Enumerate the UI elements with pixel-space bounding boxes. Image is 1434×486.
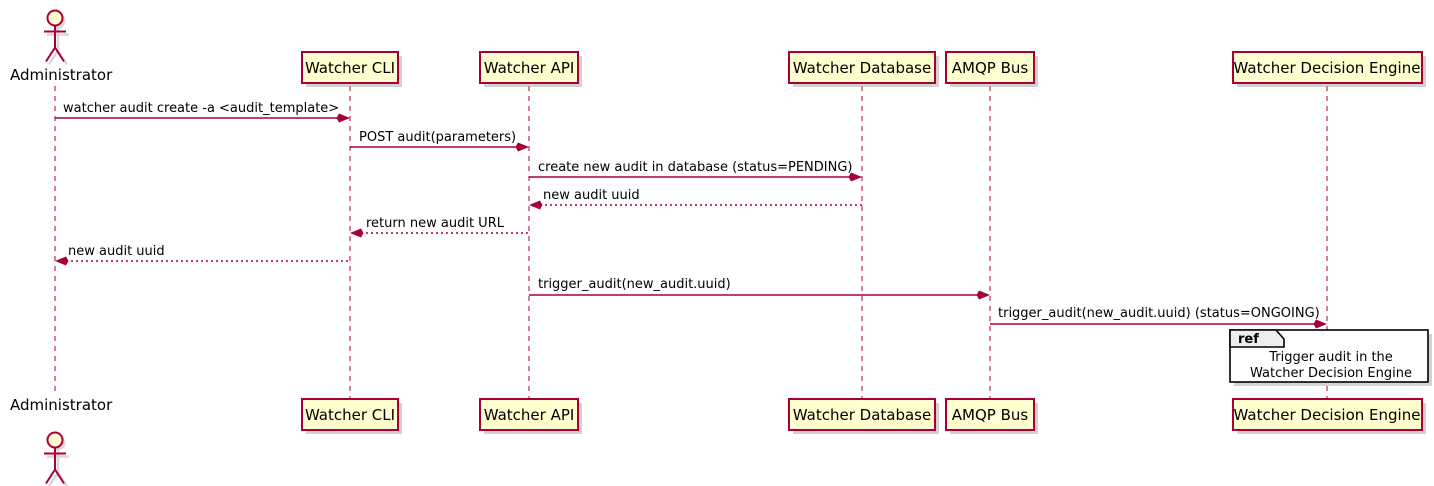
message-4: new audit uuid <box>529 188 862 210</box>
participant-label: Watcher Decision Engine <box>1234 59 1421 77</box>
actor-body <box>44 25 66 63</box>
fragment-box <box>1229 329 1429 383</box>
fragment-tab <box>1229 329 1285 348</box>
participant-engine[interactable]: Watcher Decision Engine <box>1232 51 1426 87</box>
message-arrowhead-4 <box>529 200 543 210</box>
actor-admin[interactable]: Administrator <box>10 396 113 486</box>
message-6: new audit uuid <box>55 244 350 266</box>
participant-box[interactable] <box>788 51 936 84</box>
message-3: create new audit in database (status=PEN… <box>529 160 862 182</box>
participant-label: Watcher Database <box>793 59 931 77</box>
message-label-7: trigger_audit(new_audit.uuid) <box>538 277 731 292</box>
message-arrowhead-7 <box>976 290 990 300</box>
message-arrowhead-3 <box>848 172 862 182</box>
participant-box[interactable] <box>945 51 1035 84</box>
lifelines-group <box>54 86 1328 398</box>
participant-api[interactable]: Watcher API <box>479 51 582 87</box>
participant-box[interactable] <box>479 51 579 84</box>
participant-box[interactable] <box>301 51 399 84</box>
participant-engine[interactable]: Watcher Decision Engine <box>1232 398 1426 434</box>
message-label-6: new audit uuid <box>68 244 165 259</box>
fragment-text-line-1: Trigger audit in the <box>1268 350 1393 365</box>
message-2: POST audit(parameters) <box>350 130 529 152</box>
participant-label: AMQP Bus <box>952 59 1029 77</box>
message-label-2: POST audit(parameters) <box>359 130 516 145</box>
fragment-text-line-2: Watcher Decision Engine <box>1250 366 1412 381</box>
participant-box[interactable] <box>1232 51 1423 84</box>
message-arrowhead-2 <box>515 142 529 152</box>
actor-head <box>46 9 64 27</box>
actor-label: Administrator <box>10 396 113 414</box>
participant-db[interactable]: Watcher Database <box>788 398 939 434</box>
actor-label: Administrator <box>10 66 113 84</box>
participant-label: Watcher Database <box>793 406 931 424</box>
message-5: return new audit URL <box>350 216 529 238</box>
message-arrowhead-1 <box>336 113 350 123</box>
message-label-5: return new audit URL <box>366 216 505 231</box>
message-label-3: create new audit in database (status=PEN… <box>538 160 853 175</box>
participant-label: Watcher API <box>484 59 575 77</box>
message-7: trigger_audit(new_audit.uuid) <box>529 277 990 300</box>
participants-group: Watcher CLI Watcher CLI Watcher API Watcher… <box>301 51 1426 434</box>
message-label-4: new audit uuid <box>543 188 640 203</box>
actor-body <box>44 447 66 485</box>
participant-box[interactable] <box>945 398 1035 431</box>
actor-admin[interactable]: Administrator <box>10 9 113 85</box>
message-arrowhead-5 <box>350 228 364 238</box>
messages-group: watcher audit create -a <audit_template>… <box>55 101 1327 329</box>
participant-api[interactable]: Watcher API <box>479 398 582 434</box>
participant-amqp[interactable]: AMQP Bus <box>945 51 1038 87</box>
participant-cli[interactable]: Watcher CLI <box>301 398 402 434</box>
participant-label: Watcher API <box>484 406 575 424</box>
participant-box[interactable] <box>788 398 936 431</box>
participant-cli[interactable]: Watcher CLI <box>301 51 402 87</box>
message-label-8: trigger_audit(new_audit.uuid) (status=ON… <box>998 306 1320 321</box>
participant-box[interactable] <box>301 398 399 431</box>
message-label-1: watcher audit create -a <audit_template> <box>63 101 339 116</box>
participant-label: AMQP Bus <box>952 406 1029 424</box>
actor-head <box>46 431 64 449</box>
message-arrowhead-6 <box>55 256 69 266</box>
participant-amqp[interactable]: AMQP Bus <box>945 398 1038 434</box>
fragment-tab-label: ref <box>1238 332 1259 347</box>
participant-label: Watcher Decision Engine <box>1234 406 1421 424</box>
message-1: watcher audit create -a <audit_template> <box>55 101 350 123</box>
message-arrowhead-8 <box>1313 319 1327 329</box>
participant-box[interactable] <box>479 398 579 431</box>
participant-label: Watcher CLI <box>305 59 395 77</box>
participant-label: Watcher CLI <box>305 406 395 424</box>
participant-box[interactable] <box>1232 398 1423 431</box>
participant-db[interactable]: Watcher Database <box>788 51 939 87</box>
message-8: trigger_audit(new_audit.uuid) (status=ON… <box>990 306 1327 329</box>
